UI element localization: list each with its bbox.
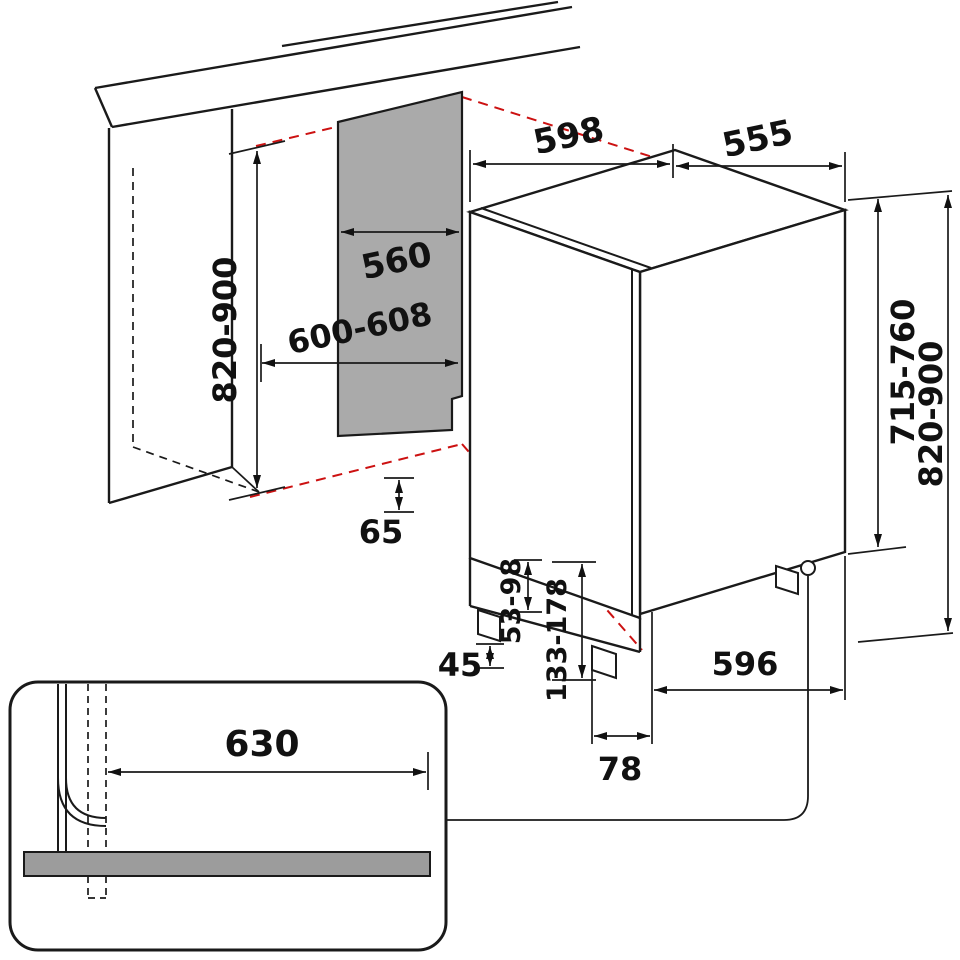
niche-panel bbox=[336, 90, 464, 438]
floor-hidden-edge bbox=[132, 446, 260, 493]
label-base-depth: 596 bbox=[712, 645, 779, 683]
worktop bbox=[93, 0, 581, 129]
label-niche-height: 820-900 bbox=[206, 257, 244, 404]
rear-foot-detail-point bbox=[800, 560, 816, 576]
inset-hose-bend-outer bbox=[57, 777, 107, 827]
dishwasher-front-face bbox=[468, 210, 642, 620]
ext-715-760-bottom bbox=[847, 546, 907, 555]
floor-corner-edge bbox=[231, 466, 260, 493]
label-top-width: 598 bbox=[530, 109, 608, 163]
dishwasher bbox=[466, 148, 849, 680]
worktop-left-end bbox=[93, 87, 114, 128]
label-plinth-recess-width: 630 bbox=[224, 724, 299, 765]
label-rear-offset: 78 bbox=[598, 750, 643, 788]
rear-foot bbox=[775, 564, 799, 596]
front-left-foot bbox=[477, 608, 501, 643]
detail-leader-line bbox=[447, 576, 809, 821]
label-foot-clearance: 65 bbox=[359, 513, 404, 551]
label-range-b: 133-178 bbox=[542, 578, 573, 702]
label-top-depth: 555 bbox=[719, 112, 797, 166]
ext-right-top bbox=[847, 190, 953, 201]
dimension-lines bbox=[228, 140, 954, 744]
ext-820-900-top bbox=[228, 140, 286, 155]
worktop-front-bottom-edge bbox=[111, 45, 581, 129]
worktop-back-edge bbox=[281, 0, 559, 48]
label-range-a: 53-98 bbox=[496, 558, 527, 644]
worktop-front-top-edge bbox=[94, 5, 573, 90]
drawing-root bbox=[8, 0, 954, 952]
inset-hose-bend-inner bbox=[65, 777, 107, 819]
detail-inset bbox=[8, 680, 448, 952]
label-overall-height: 820-900 bbox=[912, 341, 950, 488]
label-plinth-small: 45 bbox=[438, 646, 483, 684]
inset-frame bbox=[8, 680, 448, 952]
projection-bottom-left bbox=[249, 443, 463, 498]
dishwasher-right-face bbox=[638, 208, 847, 616]
left-cabinet-wall bbox=[107, 109, 260, 505]
ext-820-900-right-bottom bbox=[857, 632, 954, 643]
front-right-foot bbox=[591, 644, 617, 680]
plinth-bottom-edge bbox=[469, 604, 641, 654]
door-top-edge bbox=[480, 207, 652, 269]
ext-820-900-bottom bbox=[228, 486, 286, 501]
floor-front-edge bbox=[108, 465, 233, 505]
inset-plinth-bar bbox=[23, 851, 431, 877]
projection-top-right bbox=[461, 96, 679, 166]
label-appliance-height: 715-760 bbox=[884, 299, 922, 446]
